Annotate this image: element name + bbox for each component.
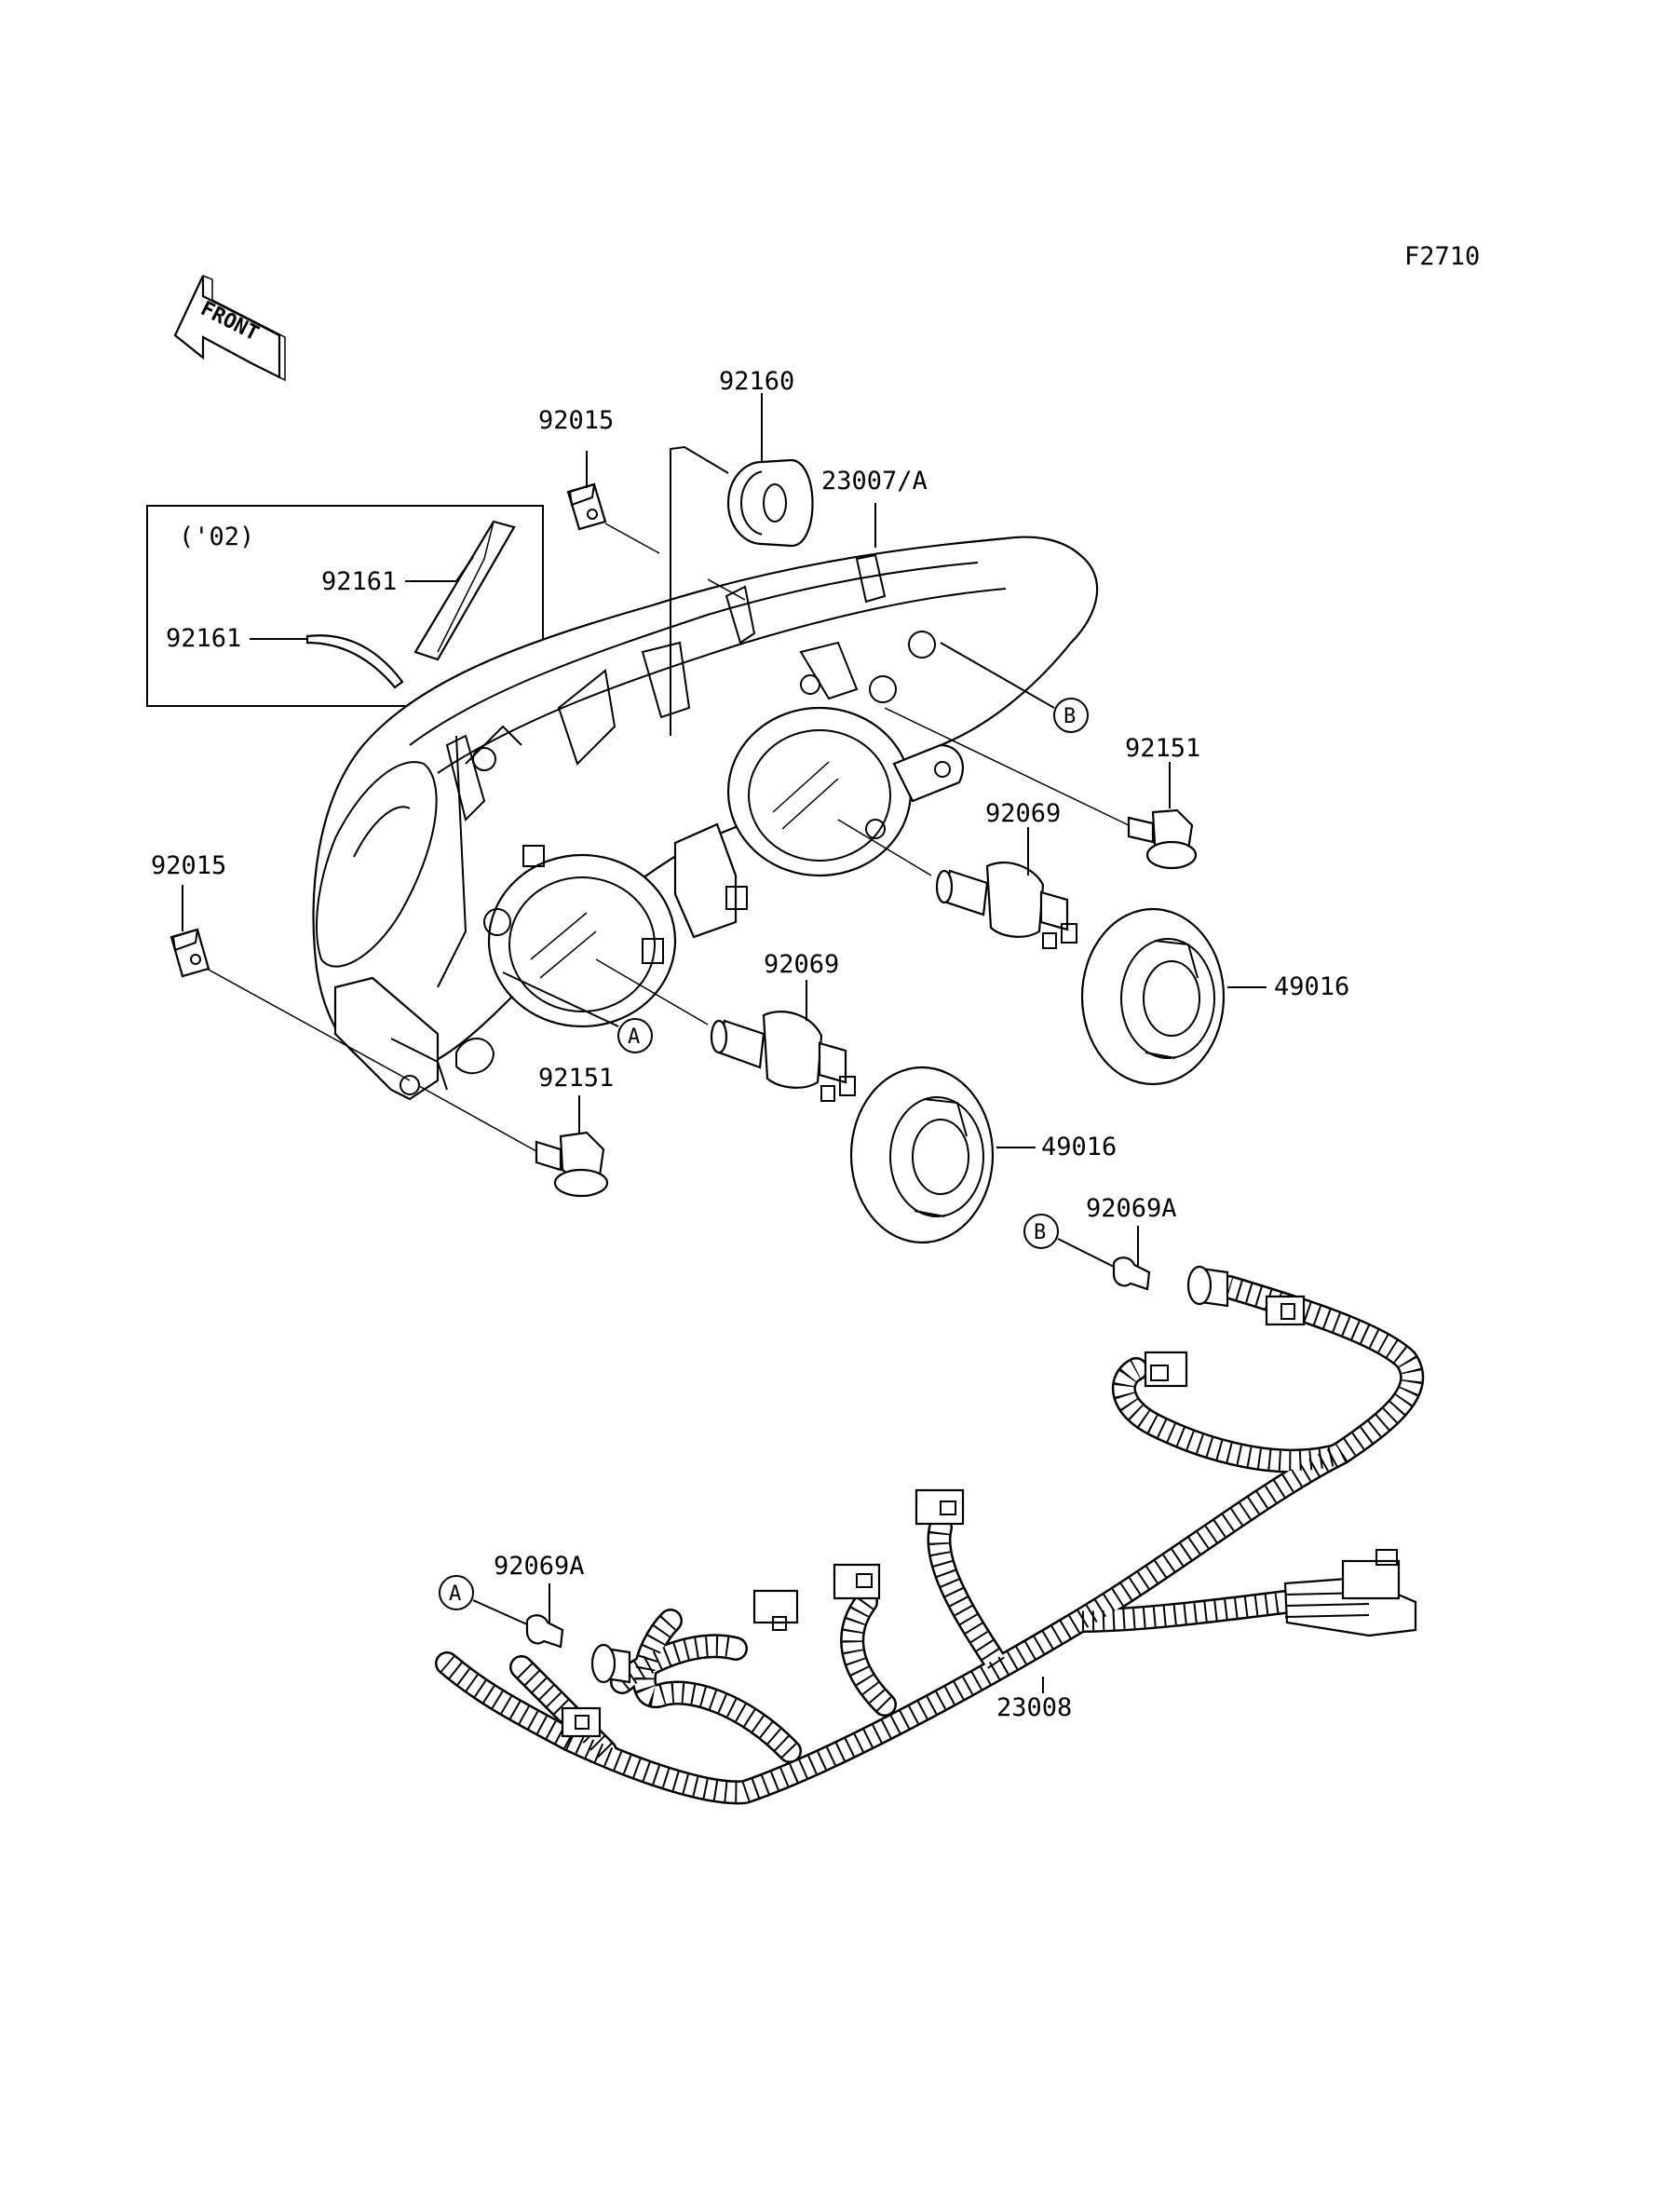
clip-nut-92015-left: [169, 885, 411, 1081]
ref-b-circle-upper: [1053, 698, 1089, 733]
bolt-92151-bottom: [418, 1085, 609, 1198]
label-92151-bottom: 92151: [538, 1064, 614, 1093]
label-92151-right: 92151: [1125, 734, 1200, 763]
ref-a-circle-upper: [617, 1018, 653, 1053]
label-49016-right: 49016: [1274, 972, 1349, 1001]
label-92069a-right: 92069A: [1086, 1194, 1177, 1223]
ref-a-label-upper: A: [628, 1025, 640, 1049]
cap-49016-right: [1080, 907, 1267, 1086]
cap-49016-center: [849, 1066, 1036, 1244]
bolt-92151-right: [884, 707, 1198, 870]
front-arrow-icon: FRONT: [173, 275, 286, 382]
label-92015-left: 92015: [151, 851, 226, 880]
label-49016-center: 49016: [1041, 1133, 1117, 1161]
wiring-harness-23008: [435, 1265, 1425, 1805]
grommet-92160: [726, 393, 814, 548]
headlight-housing: [312, 536, 1099, 1101]
label-23007a: 23007/A: [821, 467, 928, 496]
trim-strip-upper: [413, 520, 516, 661]
inset-box-02: ('02) 92161 92161: [146, 505, 544, 707]
label-92161-upper: 92161: [321, 567, 397, 596]
small-bulb-92069a-right: [1112, 1226, 1151, 1291]
ref-b-label-lower: B: [1034, 1221, 1046, 1244]
ref-b-label-upper: B: [1064, 705, 1076, 728]
bulb-92069-right: [837, 819, 1077, 949]
label-92015-top: 92015: [538, 406, 614, 435]
label-92161-lower: 92161: [166, 624, 241, 653]
clip-nut-92015-top: [566, 451, 746, 601]
bulb-92069-center: [595, 958, 856, 1102]
label-92069-center: 92069: [764, 950, 839, 979]
trim-strip-lower: [305, 634, 404, 689]
diagram-code: F2710: [1404, 242, 1480, 271]
label-92069-right: 92069: [985, 799, 1061, 828]
label-23008: 23008: [996, 1693, 1072, 1722]
label-92069a-left: 92069A: [494, 1552, 585, 1581]
small-bulb-92069a-left: [525, 1583, 564, 1649]
ref-a-circle-lower: [439, 1575, 474, 1610]
inset-label: ('02): [179, 523, 254, 551]
ref-a-label-lower: A: [449, 1582, 461, 1606]
label-92160: 92160: [719, 367, 794, 396]
ref-b-circle-lower: [1023, 1214, 1059, 1249]
